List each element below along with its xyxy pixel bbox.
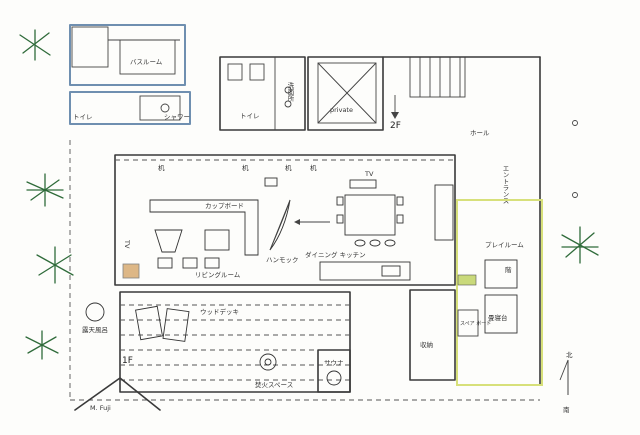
entrance-label: エントランス bbox=[501, 165, 509, 204]
sauna-label: サウナ bbox=[324, 359, 344, 367]
washroom-label: 洗面所 bbox=[286, 81, 294, 103]
wood-stove-label: 露天風呂 bbox=[82, 326, 108, 334]
desk2-label: 机 bbox=[242, 163, 249, 172]
tree-5 bbox=[561, 226, 599, 264]
toilet-label: トイレ bbox=[240, 112, 260, 120]
hall-label: ホール bbox=[470, 129, 490, 137]
washroom-block: 洗面所 トイレ bbox=[219, 56, 306, 131]
floor2-label: 2F bbox=[390, 121, 401, 131]
trees bbox=[19, 29, 599, 360]
storage-label: 収納 bbox=[420, 340, 433, 349]
shower-label: シャワー bbox=[164, 113, 190, 121]
dining-kitchen-label: ダイニング キッチン bbox=[305, 250, 366, 259]
tv2-label: TV bbox=[123, 239, 131, 249]
stair-note-label: スペア ボード bbox=[460, 320, 491, 327]
tree-1 bbox=[19, 29, 51, 61]
private-block: private bbox=[307, 56, 384, 131]
toilet-small-label: トイレ bbox=[73, 113, 93, 121]
stairs: 2F bbox=[390, 56, 466, 131]
desk1-label: 机 bbox=[158, 163, 165, 172]
fire-pit-label: 焚火スペース bbox=[255, 381, 293, 389]
hammock-label: ハンモック bbox=[266, 256, 299, 264]
living-dining: 机 机 机 机 TV ダイニング キッチン カップボード ハンモック bbox=[114, 154, 456, 286]
outside: 露天風呂 M. Fuji 北 南 bbox=[69, 140, 573, 414]
deck-lines bbox=[120, 304, 350, 381]
bath-block: バスルーム トイレ シャワー bbox=[69, 24, 191, 125]
floor1-label: 1F bbox=[122, 356, 133, 366]
cupboard-label: カップボード bbox=[205, 202, 244, 210]
bunk-top-label: 階 bbox=[505, 265, 512, 274]
bunk-room-label: 畳寝台 bbox=[488, 313, 508, 322]
tree-3 bbox=[36, 246, 74, 284]
south-label: 南 bbox=[563, 405, 570, 414]
outer-walls: ホール エントランス bbox=[382, 56, 578, 386]
wood-deck: ウッドデッキ 1F 焚火スペース サウナ bbox=[119, 291, 351, 393]
author-label: M. Fuji bbox=[90, 404, 111, 412]
private-label: private bbox=[330, 106, 353, 114]
tree-4 bbox=[25, 330, 59, 360]
play-room-label: プレイルーム bbox=[485, 241, 524, 249]
tv1-label: TV bbox=[364, 170, 374, 178]
wood-deck-label: ウッドデッキ bbox=[200, 307, 239, 316]
storage-block: 収納 bbox=[409, 289, 456, 381]
play-room: プレイルーム 階 畳寝台 スペア ボード bbox=[456, 199, 543, 386]
north-label: 北 bbox=[566, 351, 573, 359]
tree-2 bbox=[26, 173, 64, 207]
desk3-label: 机 bbox=[285, 163, 292, 172]
bathroom-label: バスルーム bbox=[130, 58, 163, 66]
desk4-label: 机 bbox=[310, 163, 317, 172]
living-label: リビングルーム bbox=[195, 270, 241, 279]
